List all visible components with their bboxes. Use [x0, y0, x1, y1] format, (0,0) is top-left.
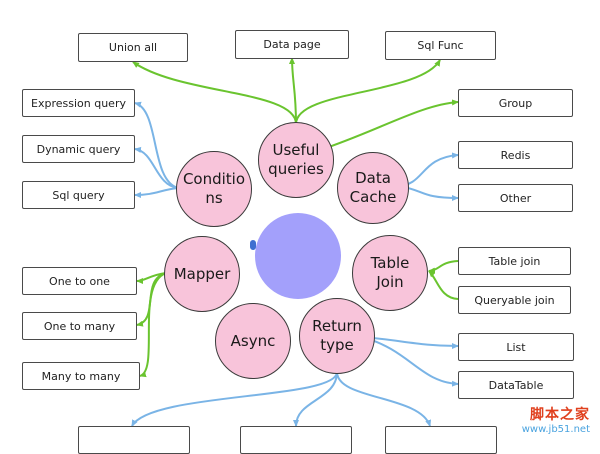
watermark-cn: 脚本之家 — [530, 407, 590, 423]
node-useful-queries: Useful queries — [258, 122, 334, 198]
edge-return-down-mid — [293, 371, 338, 427]
leaf-dynamic-query: Dynamic query — [22, 135, 135, 163]
node-conditions: Conditio ns — [176, 151, 252, 227]
edge-cond-sql — [134, 187, 179, 198]
node-conditions-label: Conditio ns — [182, 170, 246, 207]
edge-useful-union — [132, 61, 297, 125]
edge-cond-dynamic — [134, 146, 179, 189]
node-data-cache: Data Cache — [337, 152, 409, 224]
watermark: 脚本之家 www.jb51.net — [522, 404, 590, 435]
node-data-cache-label: Data Cache — [349, 169, 397, 206]
leaf-bottom-right — [385, 426, 497, 454]
node-table-join: Table Join — [352, 235, 428, 311]
node-async-label: Async — [230, 331, 276, 350]
edge-useful-datapage — [289, 57, 297, 125]
node-async: Async — [215, 303, 291, 379]
leaf-redis: Redis — [458, 141, 573, 169]
edge-queryable-leaf — [428, 270, 459, 300]
center-node — [255, 213, 341, 299]
leaf-one-to-one: One to one — [22, 267, 137, 295]
leaf-datatable: DataTable — [458, 371, 574, 399]
leaf-data-page: Data page — [235, 30, 349, 59]
edge-useful-sqlfunc — [295, 59, 441, 125]
node-table-join-label: Table Join — [370, 254, 410, 291]
leaf-sql-query: Sql query — [22, 181, 135, 209]
leaf-union-all: Union all — [78, 33, 188, 62]
edge-mapper-mtm — [139, 272, 167, 378]
leaf-queryable-join: Queryable join — [458, 286, 571, 314]
edge-useful-group — [319, 99, 459, 151]
leaf-sql-func: Sql Func — [385, 31, 496, 60]
edge-cond-expr — [134, 101, 179, 189]
node-useful-queries-label: Useful queries — [268, 141, 324, 178]
edge-return-down-left — [131, 371, 338, 427]
leaf-group: Group — [458, 89, 573, 117]
edge-tablejoin-leaf — [428, 260, 459, 274]
node-mapper: Mapper — [164, 236, 240, 312]
edge-return-down-right — [336, 371, 431, 427]
leaf-expression-query: Expression query — [22, 89, 135, 117]
leaf-bottom-mid — [240, 426, 352, 454]
logo-icon — [250, 240, 256, 250]
mind-map: Union all Data page Sql Func Expression … — [22, 30, 590, 454]
leaf-many-to-many: Many to many — [22, 362, 140, 390]
edge-return-datatable — [361, 336, 459, 387]
leaf-other: Other — [458, 184, 573, 212]
leaf-table-join: Table join — [458, 247, 571, 275]
leaf-list: List — [458, 333, 574, 361]
leaf-one-to-many: One to many — [22, 312, 137, 340]
watermark-url: www.jb51.net — [521, 424, 590, 435]
node-return-type: Return type — [299, 298, 375, 374]
connector-layer — [131, 57, 459, 427]
node-return-type-label: Return type — [312, 317, 362, 354]
node-mapper-label: Mapper — [173, 264, 231, 283]
leaf-bottom-left — [78, 426, 190, 454]
